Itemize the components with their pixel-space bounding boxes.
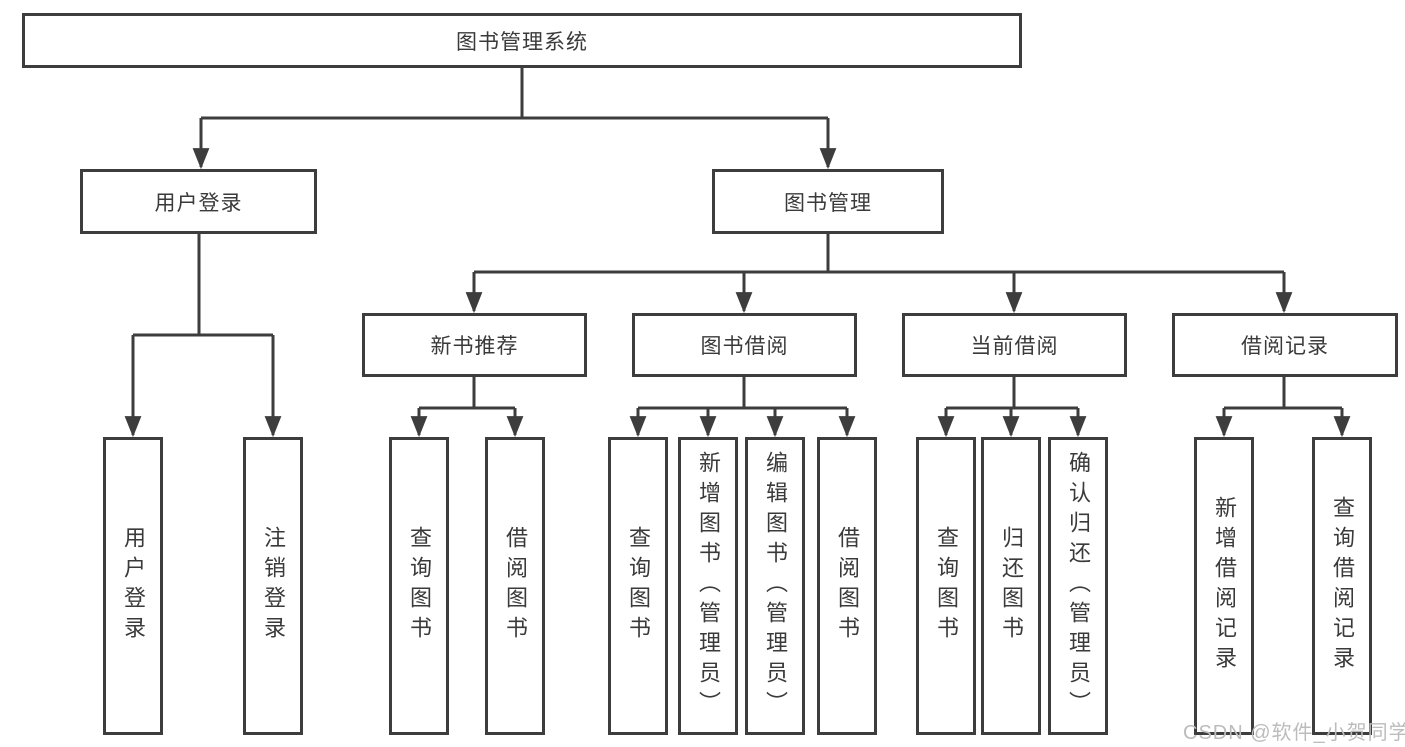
- node-leaf-query-book-2: 查询图书: [608, 437, 668, 735]
- node-leaf-add-borrow-record: 新增借阅记录: [1194, 437, 1254, 735]
- node-leaf-query-book-1: 查询图书: [389, 437, 449, 735]
- node-leaf-edit-book-admin: 编辑图书（管理员）: [745, 437, 805, 735]
- node-user-login: 用户登录: [80, 169, 317, 234]
- node-book-management: 图书管理: [712, 169, 944, 234]
- node-leaf-return-book: 归还图书: [981, 437, 1041, 735]
- node-leaf-query-borrow-record: 查询借阅记录: [1312, 437, 1372, 735]
- node-leaf-confirm-return-admin: 确认归还（管理员）: [1048, 437, 1108, 735]
- node-borrow-records: 借阅记录: [1172, 313, 1398, 377]
- node-leaf-borrow-book-1: 借阅图书: [485, 437, 545, 735]
- node-current-borrow: 当前借阅: [902, 313, 1127, 377]
- node-leaf-logout: 注销登录: [243, 437, 303, 735]
- node-new-book-recommend: 新书推荐: [362, 313, 587, 377]
- watermark: CSDN @软件_小贺同学: [1183, 722, 1405, 744]
- node-leaf-borrow-book-2: 借阅图书: [817, 437, 877, 735]
- node-book-borrow: 图书借阅: [632, 313, 857, 377]
- node-leaf-query-book-3: 查询图书: [916, 437, 976, 735]
- node-leaf-user-login: 用户登录: [103, 437, 163, 735]
- node-root: 图书管理系统: [22, 13, 1022, 68]
- node-leaf-add-book-admin: 新增图书（管理员）: [678, 437, 738, 735]
